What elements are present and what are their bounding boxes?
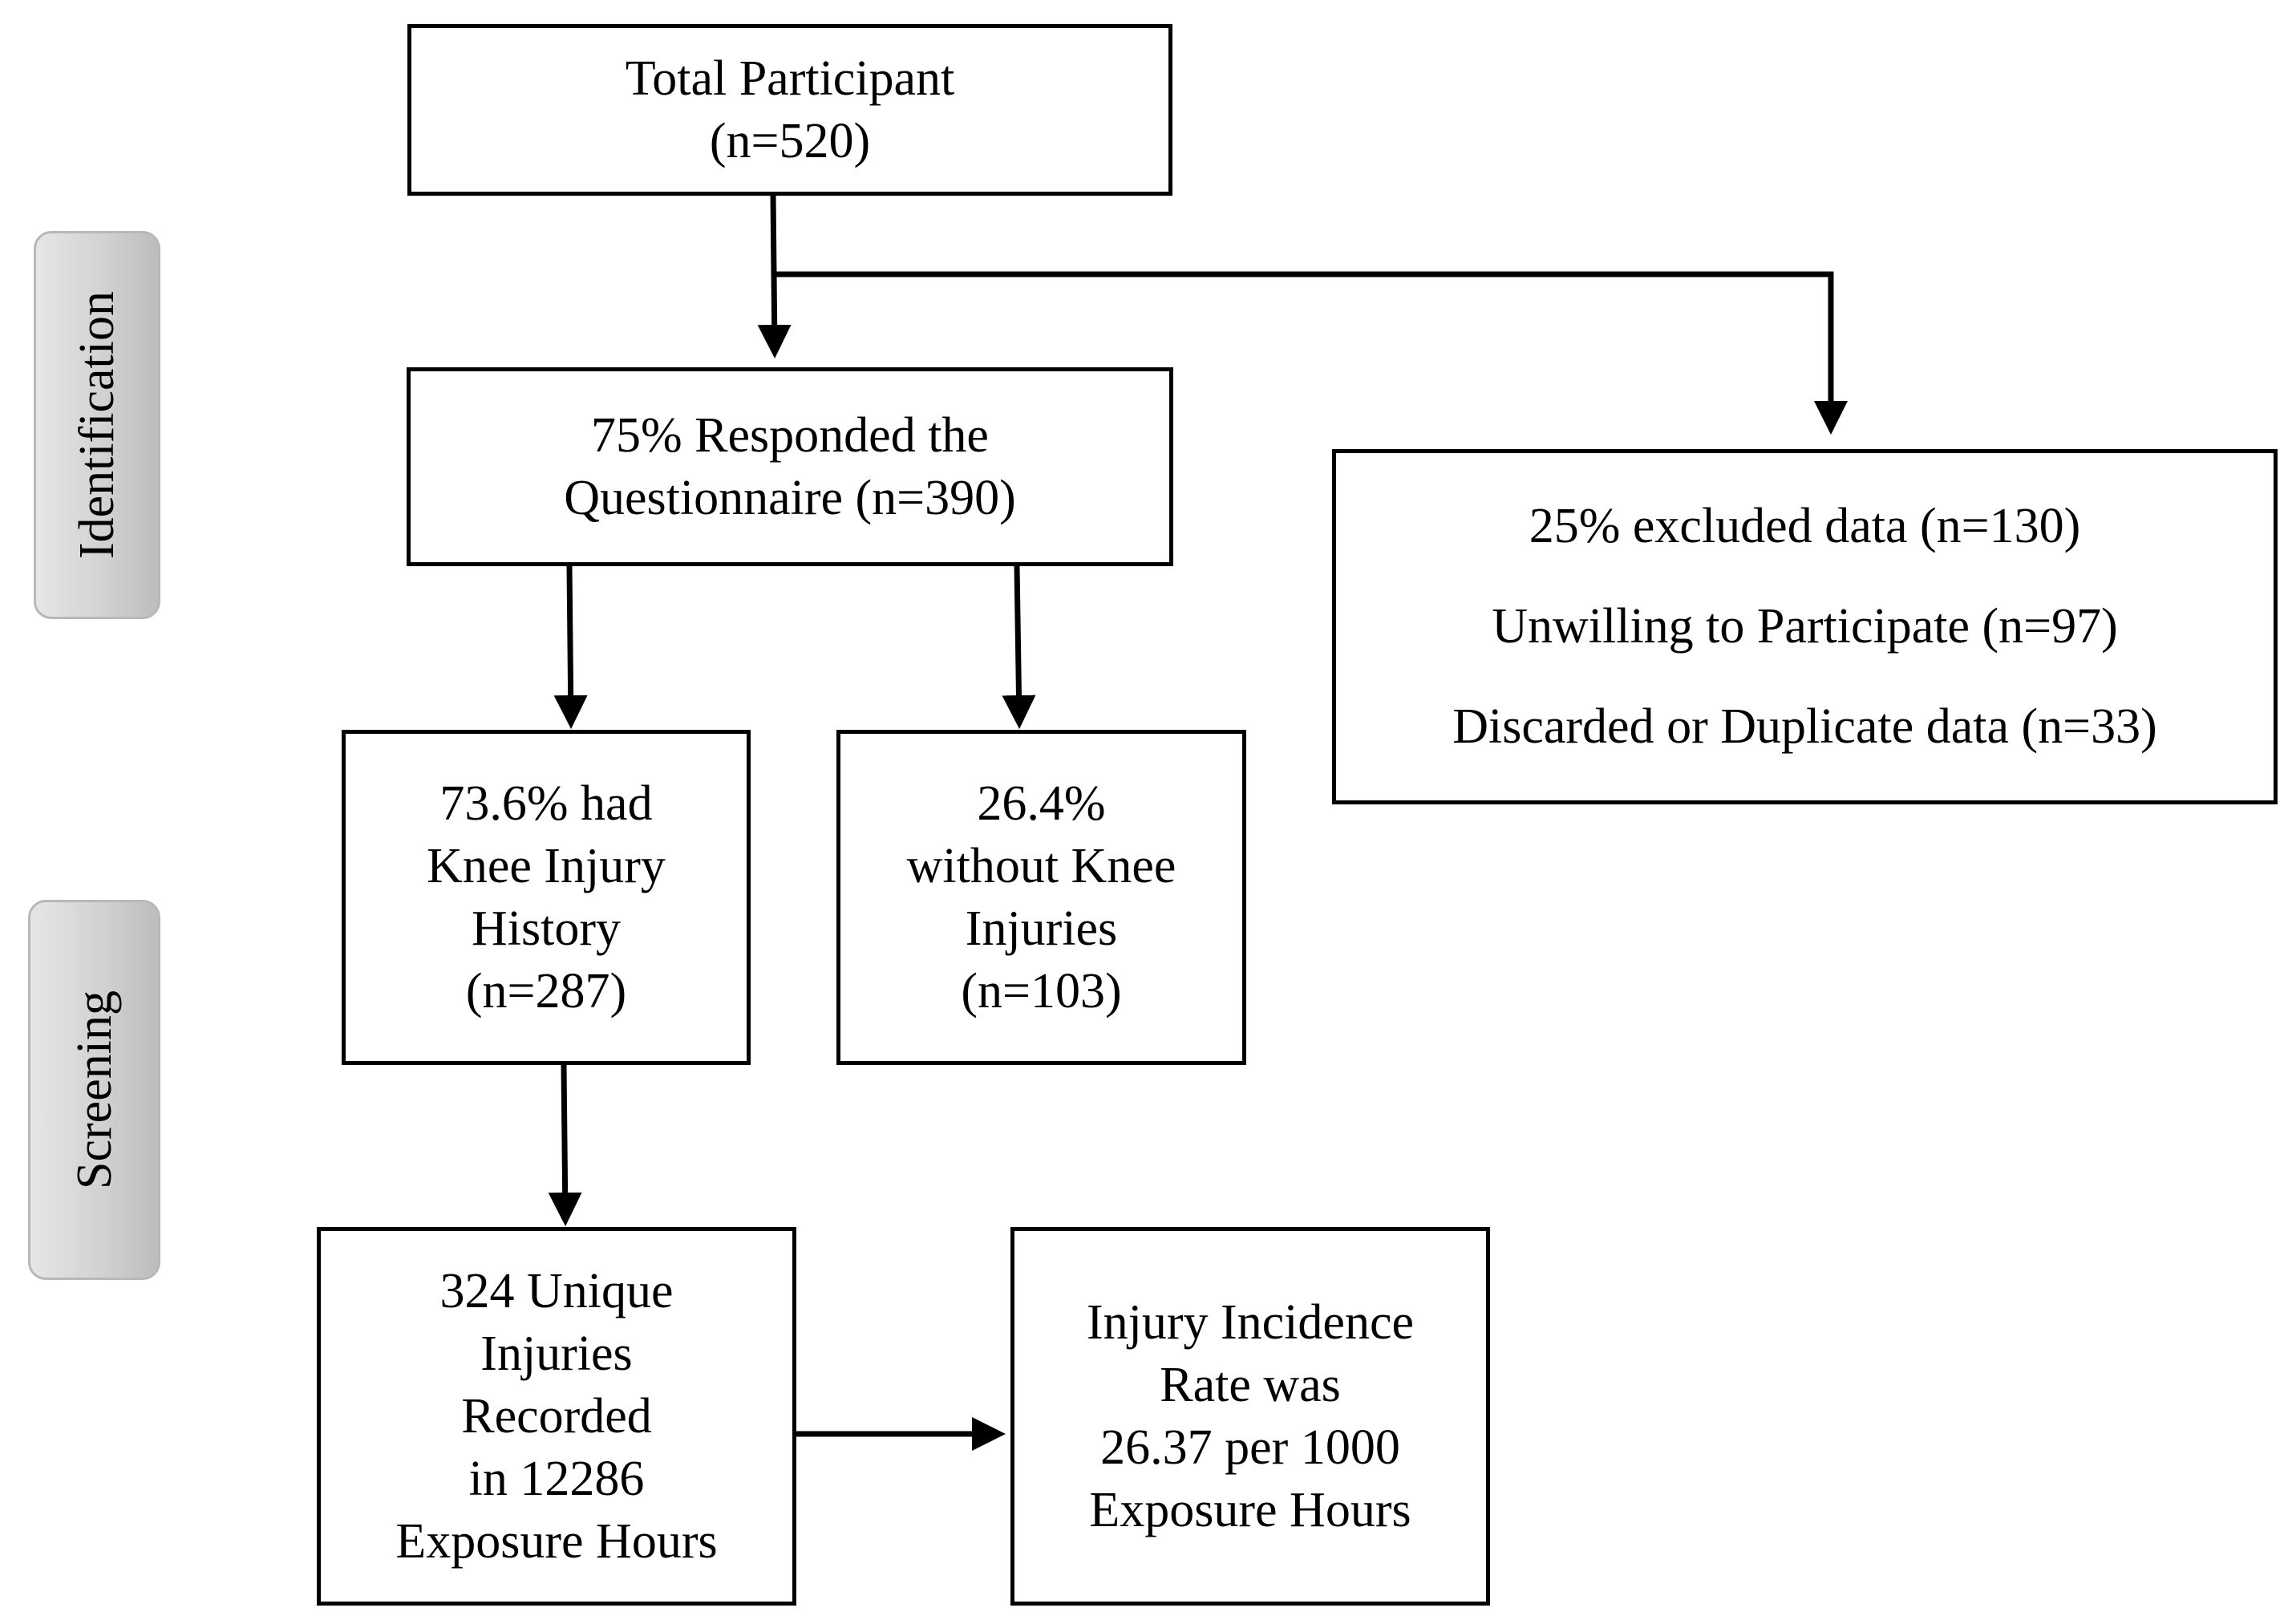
box-line: 26.4% bbox=[977, 776, 1106, 831]
without-knee-injury-box: 26.4% without Knee Injuries (n=103) bbox=[836, 730, 1246, 1065]
box-line: Total Participant bbox=[625, 51, 955, 106]
arrow-responded-to-without-injury bbox=[1002, 565, 1036, 729]
arrow-had-injury-to-unique-injuries bbox=[548, 1064, 582, 1226]
arrow-responded-to-had-injury bbox=[553, 565, 588, 729]
responded-box: 75% Responded the Questionnaire (n=390) bbox=[407, 367, 1173, 566]
box-line: History bbox=[472, 901, 621, 956]
stage-screening: Screening bbox=[28, 900, 160, 1280]
box-line: (n=287) bbox=[465, 964, 627, 1019]
box-line: 73.6% had bbox=[439, 776, 653, 831]
box-line: 75% Responded the bbox=[591, 408, 989, 463]
stage-label-screening: Screening bbox=[67, 990, 122, 1189]
box-line: Recorded bbox=[461, 1389, 652, 1444]
box-line: Rate was bbox=[1160, 1358, 1341, 1412]
box-line: Knee Injury bbox=[427, 839, 666, 893]
excluded-box: 25% excluded data (n=130) Unwilling to P… bbox=[1332, 449, 2278, 804]
box-line: (n=520) bbox=[709, 114, 871, 168]
box-line: Exposure Hours bbox=[395, 1514, 718, 1569]
box-line: without Knee bbox=[906, 839, 1176, 893]
box-line: 324 Unique bbox=[439, 1264, 674, 1318]
box-line: 26.37 per 1000 bbox=[1100, 1420, 1400, 1475]
box-line: Exposure Hours bbox=[1089, 1483, 1411, 1537]
box-line: Injuries bbox=[965, 901, 1118, 956]
box-line: 25% excluded data (n=130) bbox=[1529, 499, 2081, 553]
had-knee-injury-box: 73.6% had Knee Injury History (n=287) bbox=[342, 730, 751, 1065]
arrow-total-to-excluded bbox=[773, 271, 1848, 435]
box-line: (n=103) bbox=[961, 964, 1122, 1019]
box-line: Injury Incidence bbox=[1087, 1295, 1414, 1350]
injury-incidence-box: Injury Incidence Rate was 26.37 per 1000… bbox=[1010, 1227, 1490, 1606]
stage-identification: Identification bbox=[34, 231, 160, 619]
box-line: Questionnaire (n=390) bbox=[564, 471, 1016, 525]
box-line: Discarded or Duplicate data (n=33) bbox=[1452, 699, 2157, 754]
stage-label-identification: Identification bbox=[70, 291, 124, 559]
box-line: in 12286 bbox=[468, 1452, 645, 1506]
box-line: Unwilling to Participate (n=97) bbox=[1492, 599, 2118, 654]
unique-injuries-box: 324 Unique Injuries Recorded in 12286 Ex… bbox=[317, 1227, 796, 1606]
total-participant-box: Total Participant (n=520) bbox=[407, 24, 1172, 196]
box-line: Injuries bbox=[480, 1326, 633, 1381]
